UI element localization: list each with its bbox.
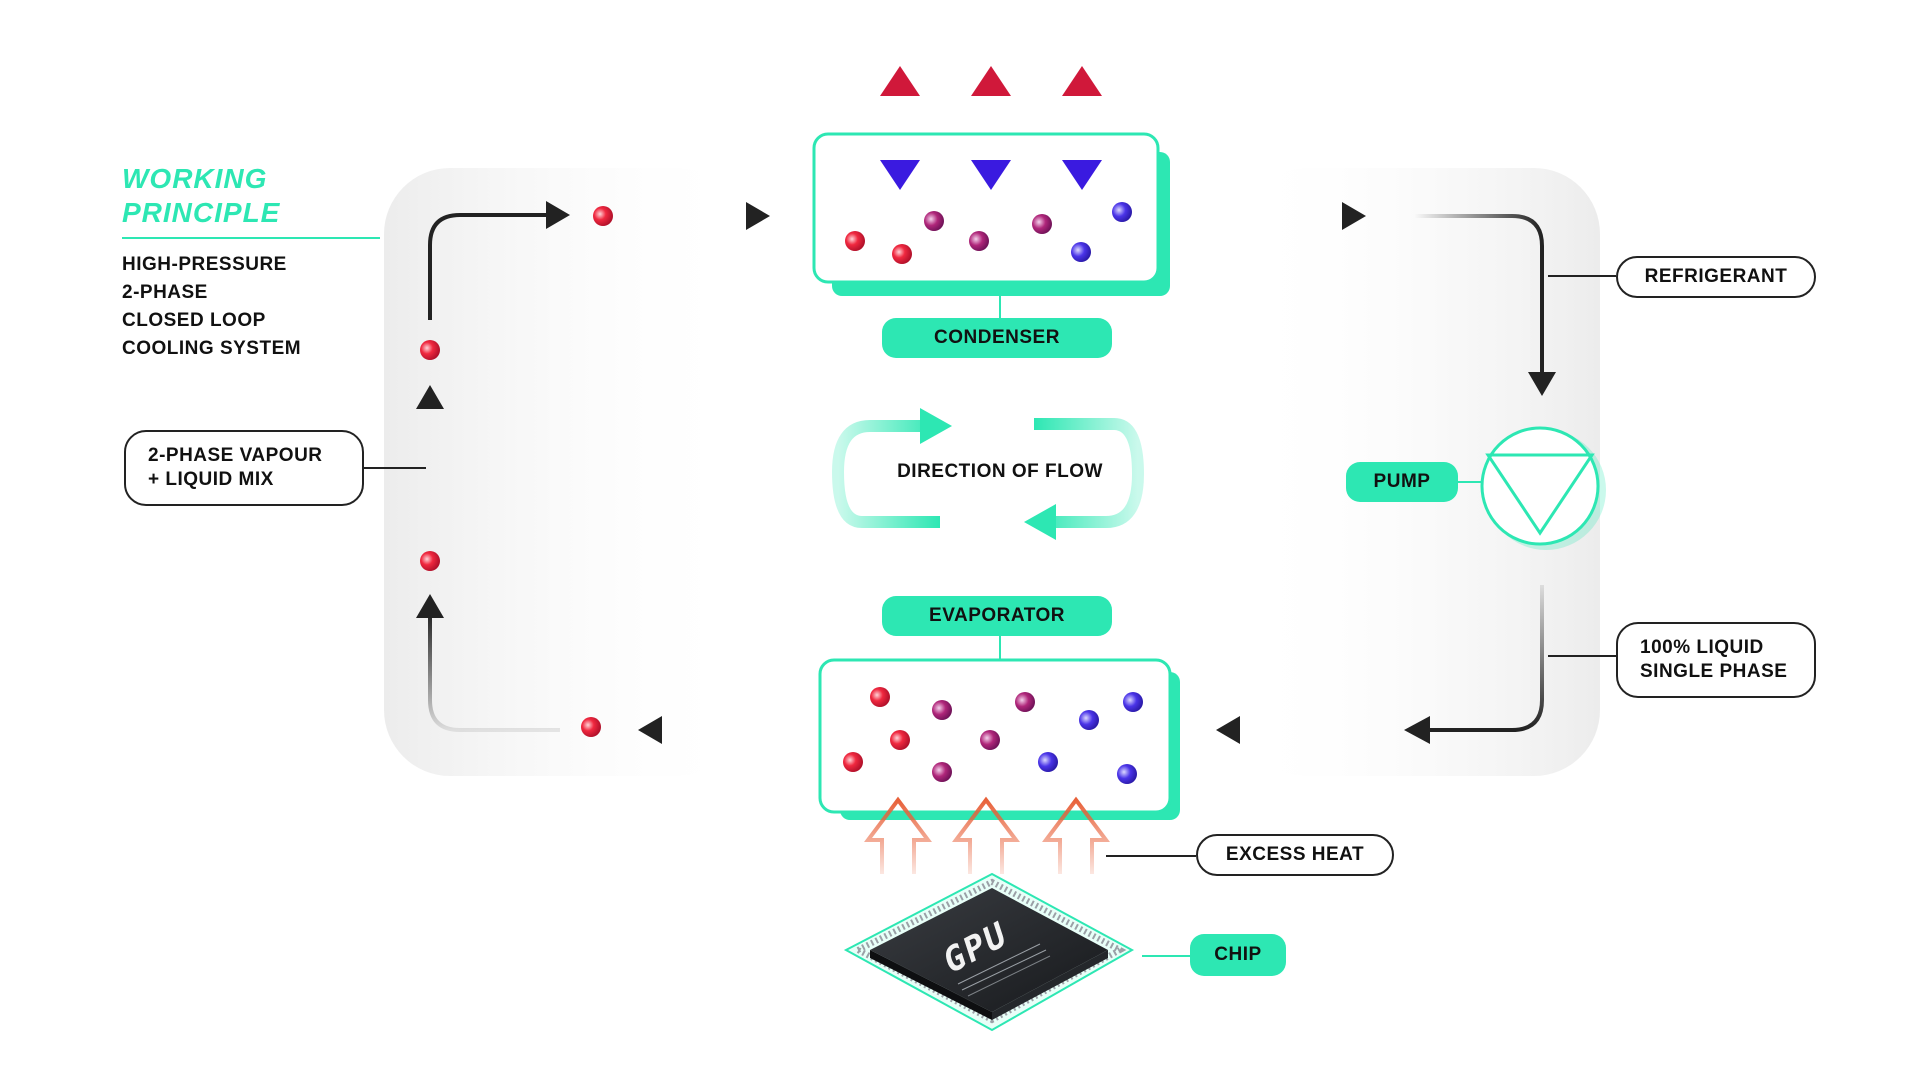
- liquid-phase-line-2: SINGLE PHASE: [1640, 661, 1788, 682]
- left-up-arrowhead-lower: [416, 594, 444, 618]
- right-down-arrowhead: [1528, 372, 1556, 396]
- condenser-box: [812, 132, 1160, 284]
- title-line-2: PRINCIPLE: [122, 197, 281, 228]
- left-top-arrowhead: [546, 201, 570, 229]
- droplet-left-top: [593, 206, 613, 226]
- flow-top-arrowhead: [920, 408, 952, 444]
- condenser-heat-exchange-arrows: [880, 66, 1102, 190]
- chip-label: CHIP: [1190, 934, 1286, 976]
- arrow-into-evaporator-head: [1216, 716, 1240, 744]
- droplet-left-upper: [420, 340, 440, 360]
- vapour-mix-label: 2-PHASE VAPOUR + LIQUID MIX: [124, 430, 364, 506]
- title-line-1: WORKING: [122, 163, 268, 194]
- diagram-subtitle: HIGH-PRESSURE 2-PHASE CLOSED LOOP COOLIN…: [122, 251, 362, 363]
- arrow-into-condenser-head: [746, 202, 770, 230]
- excess-heat-label: EXCESS HEAT: [1196, 834, 1394, 876]
- right-lower-pipe: [1430, 585, 1544, 732]
- direction-of-flow-label: DIRECTION OF FLOW: [897, 461, 1103, 482]
- flow-bottom-arrow: [1034, 418, 1145, 528]
- subtitle-line-1: HIGH-PRESSURE: [122, 254, 287, 275]
- vapour-mix-line-2: + LIQUID MIX: [148, 469, 274, 490]
- liquid-phase-line-1: 100% LIQUID: [1640, 637, 1764, 658]
- pump-circle: [1480, 426, 1600, 546]
- left-top-pipe: [428, 213, 548, 320]
- pump-label: PUMP: [1346, 462, 1458, 502]
- arrow-out-evaporator-head: [638, 716, 662, 744]
- arrow-out-condenser-head: [1342, 202, 1366, 230]
- flow-bottom-arrowhead: [1024, 504, 1056, 540]
- liquid-phase-label: 100% LIQUID SINGLE PHASE: [1616, 622, 1816, 698]
- subtitle-line-2: 2-PHASE: [122, 282, 208, 303]
- left-loop-panel: [384, 168, 744, 776]
- refrigerant-label: REFRIGERANT: [1616, 256, 1816, 298]
- droplet-left-lower: [420, 551, 440, 571]
- condenser-particles: [845, 202, 1132, 264]
- subtitle-line-4: COOLING SYSTEM: [122, 338, 302, 359]
- gpu-chip: [843, 872, 1135, 1032]
- subtitle-line-3: CLOSED LOOP: [122, 310, 266, 331]
- condenser-label: CONDENSER: [882, 318, 1112, 358]
- evaporator-particles: [843, 687, 1143, 784]
- left-return-pipe: [428, 612, 560, 732]
- excess-heat-arrows: [864, 796, 1110, 874]
- left-up-arrowhead-upper: [416, 385, 444, 409]
- right-lower-arrowhead: [1404, 716, 1430, 744]
- pump-triangle-icon: [1485, 453, 1595, 536]
- droplet-left-bottom: [581, 717, 601, 737]
- right-top-pipe: [1414, 214, 1544, 372]
- vapour-mix-line-1: 2-PHASE VAPOUR: [148, 445, 323, 466]
- flow-top-arrow: [831, 420, 940, 528]
- evaporator-label: EVAPORATOR: [882, 596, 1112, 636]
- diagram-title: WORKING PRINCIPLE: [122, 162, 382, 230]
